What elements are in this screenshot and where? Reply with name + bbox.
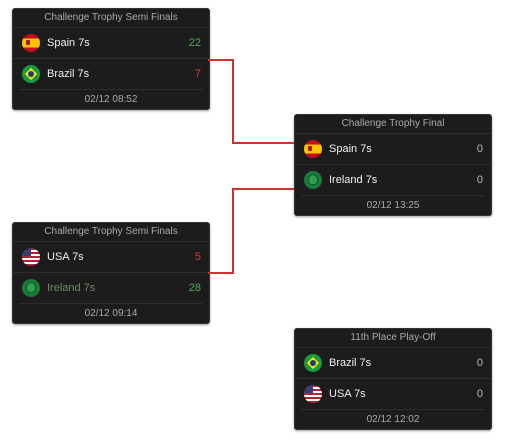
match-card-semi-final-1[interactable]: Challenge Trophy Semi Finals Spain 7s 22… [12, 8, 210, 110]
team-name: Brazil 7s [329, 357, 372, 369]
match-datetime: 02/12 12:02 [301, 409, 485, 429]
team-score: 5 [194, 251, 201, 263]
bracket-connector-top-to-final [232, 142, 294, 144]
team-row-ireland[interactable]: Ireland 7s 28 [13, 272, 209, 303]
bracket-connector-top-vertical [232, 59, 234, 143]
team-name: USA 7s [47, 251, 84, 263]
ireland-flag-icon [22, 279, 40, 297]
team-name: Brazil 7s [47, 68, 90, 80]
team-score: 28 [188, 282, 201, 294]
team-row-brazil[interactable]: Brazil 7s 7 [13, 58, 209, 89]
team-score: 0 [476, 357, 483, 369]
team-name: USA 7s [329, 388, 366, 400]
team-name: Spain 7s [329, 143, 372, 155]
team-row-spain[interactable]: Spain 7s 0 [295, 134, 491, 164]
team-score: 7 [194, 68, 201, 80]
spain-flag-icon [22, 34, 40, 52]
bracket-connector-bottom-horizontal [208, 272, 233, 274]
match-card-semi-final-2[interactable]: Challenge Trophy Semi Finals USA 7s 5 Ir… [12, 222, 210, 324]
team-score: 0 [476, 388, 483, 400]
match-datetime: 02/12 09:14 [19, 303, 203, 323]
match-title: Challenge Trophy Semi Finals [13, 223, 209, 242]
team-name: Ireland 7s [47, 282, 96, 294]
usa-flag-icon [22, 248, 40, 266]
ireland-flag-icon [304, 171, 322, 189]
bracket-connector-top-horizontal [208, 59, 233, 61]
team-row-brazil[interactable]: Brazil 7s 0 [295, 348, 491, 378]
team-row-spain[interactable]: Spain 7s 22 [13, 28, 209, 58]
brazil-flag-icon [304, 354, 322, 372]
team-score: 22 [188, 37, 201, 49]
bracket-connector-bottom-to-final [232, 188, 294, 190]
match-datetime: 02/12 13:25 [301, 195, 485, 215]
brazil-flag-icon [22, 65, 40, 83]
match-card-11th-place[interactable]: 11th Place Play-Off Brazil 7s 0 USA 7s 0… [294, 328, 492, 430]
team-row-ireland[interactable]: Ireland 7s 0 [295, 164, 491, 195]
spain-flag-icon [304, 140, 322, 158]
team-name: Spain 7s [47, 37, 90, 49]
bracket-connector-bottom-vertical [232, 188, 234, 274]
team-score: 0 [476, 174, 483, 186]
team-name: Ireland 7s [329, 174, 378, 186]
match-card-final[interactable]: Challenge Trophy Final Spain 7s 0 Irelan… [294, 114, 492, 216]
match-title: 11th Place Play-Off [295, 329, 491, 348]
match-datetime: 02/12 08:52 [19, 89, 203, 109]
usa-flag-icon [304, 385, 322, 403]
match-title: Challenge Trophy Semi Finals [13, 9, 209, 28]
team-row-usa[interactable]: USA 7s 5 [13, 242, 209, 272]
team-score: 0 [476, 143, 483, 155]
match-title: Challenge Trophy Final [295, 115, 491, 134]
team-row-usa[interactable]: USA 7s 0 [295, 378, 491, 409]
